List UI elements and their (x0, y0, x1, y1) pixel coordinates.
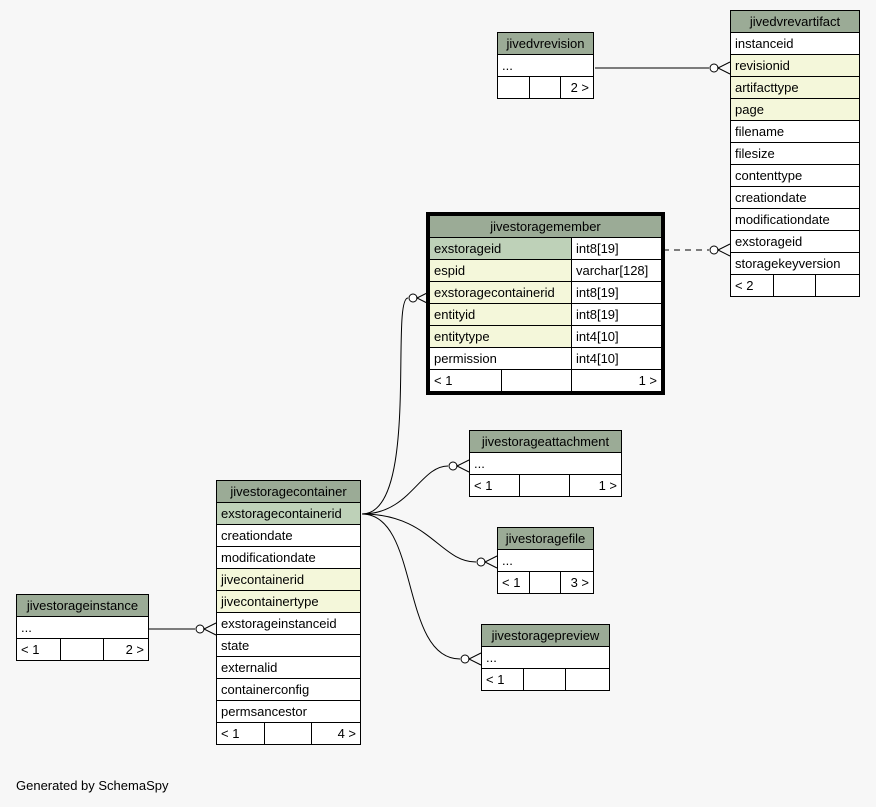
table-jivedvrevision[interactable]: jivedvrevision ... 2 > (497, 32, 594, 99)
connector-container-file (361, 513, 477, 563)
parents-count: < 2 (730, 274, 774, 297)
table-row: filename (730, 120, 860, 143)
table-row: ... (481, 646, 610, 669)
children-count: 2 > (103, 638, 149, 661)
table-row: contenttype (730, 164, 860, 187)
table-row: creationdate (216, 524, 361, 547)
row-count (263, 722, 313, 745)
row-count (501, 369, 572, 392)
row-count (772, 274, 817, 297)
zero-marker (448, 461, 458, 471)
connector-container-attachment (361, 465, 449, 515)
children-count: 4 > (311, 722, 361, 745)
table-row: page (730, 98, 860, 121)
table-row: state (216, 634, 361, 657)
zero-marker (709, 63, 719, 73)
column-name: exstorageid (429, 237, 572, 260)
column-name: exstoragecontainerid (429, 281, 572, 304)
table-row: revisionid (730, 54, 860, 77)
zero-marker (460, 654, 470, 664)
connector-container-member (361, 297, 409, 515)
parents-count (497, 76, 530, 99)
parents-count: < 1 (480, 668, 525, 691)
row-count (528, 571, 562, 594)
table-row: exstoragecontainerid (216, 502, 361, 525)
zero-marker (476, 557, 486, 567)
table-row: ... (497, 549, 594, 572)
table-row: exstorageid (730, 230, 860, 253)
table-row: storagekeyversion (730, 252, 860, 275)
row-count (528, 76, 562, 99)
children-count: 3 > (560, 571, 594, 594)
table-row: exstorageinstanceid (216, 612, 361, 635)
table-title[interactable]: jivestorageattachment (469, 430, 622, 453)
table-title[interactable]: jivestoragepreview (481, 624, 610, 647)
zero-marker (408, 293, 418, 303)
children-count (565, 668, 610, 691)
children-count (815, 274, 860, 297)
table-jivestorageinstance[interactable]: jivestorageinstance ... < 1 2 > (16, 594, 149, 661)
zero-marker (709, 245, 719, 255)
row-count (523, 668, 567, 691)
table-title[interactable]: jivestoragefile (497, 527, 594, 550)
table-row: externalid (216, 656, 361, 679)
row-count (519, 474, 571, 497)
parents-count: < 1 (429, 369, 502, 392)
column-name: permission (429, 347, 572, 370)
table-jivestoragepreview[interactable]: jivestoragepreview ... < 1 (480, 624, 610, 691)
table-row: filesize (730, 142, 860, 165)
table-row: ... (16, 616, 149, 639)
column-type: int4[10] (571, 347, 662, 370)
table-row: ... (469, 452, 622, 475)
children-count: 2 > (560, 76, 594, 99)
table-row: containerconfig (216, 678, 361, 701)
table-jivedvrevartifact[interactable]: jivedvrevartifact instanceid revisionid … (730, 10, 860, 297)
table-row: modificationdate (730, 208, 860, 231)
children-count: 1 > (569, 474, 622, 497)
column-name: entityid (429, 303, 572, 326)
table-row: permsancestor (216, 700, 361, 723)
table-title[interactable]: jivedvrevartifact (730, 10, 860, 33)
parents-count: < 1 (216, 722, 265, 745)
parents-count: < 1 (16, 638, 61, 661)
parents-count: < 1 (468, 474, 521, 497)
connector-container-preview (361, 513, 461, 660)
table-row: creationdate (730, 186, 860, 209)
table-row: modificationdate (216, 546, 361, 569)
column-name: entitytype (429, 325, 572, 348)
column-name: espid (429, 259, 572, 282)
table-row: ... (497, 54, 594, 77)
crowfoot-marker (483, 555, 498, 569)
crowfoot-marker (202, 622, 217, 636)
table-row: artifacttype (730, 76, 860, 99)
table-jivestoragefile[interactable]: jivestoragefile ... < 1 3 > (497, 527, 594, 594)
row-count (59, 638, 105, 661)
table-row: jivecontainertype (216, 590, 361, 613)
crowfoot-marker (455, 459, 470, 473)
column-type: varchar[128] (571, 259, 662, 282)
crowfoot-marker (716, 243, 731, 257)
table-row: instanceid (730, 32, 860, 55)
crowfoot-marker (716, 61, 731, 75)
zero-marker (195, 624, 205, 634)
column-type: int4[10] (571, 325, 662, 348)
crowfoot-marker (467, 652, 482, 666)
table-title[interactable]: jivedvrevision (497, 32, 594, 55)
column-type: int8[19] (571, 281, 662, 304)
parents-count: < 1 (497, 571, 530, 594)
generated-by-footer: Generated by SchemaSpy (16, 778, 169, 793)
table-title[interactable]: jivestoragemember (429, 215, 662, 238)
crowfoot-marker (415, 291, 430, 305)
table-title[interactable]: jivestoragecontainer (216, 480, 361, 503)
table-row: jivecontainerid (216, 568, 361, 591)
column-type: int8[19] (571, 303, 662, 326)
table-jivestorageattachment[interactable]: jivestorageattachment ... < 1 1 > (468, 430, 622, 497)
table-jivestoragecontainer[interactable]: jivestoragecontainer exstoragecontaineri… (216, 480, 361, 745)
children-count: 1 > (571, 369, 662, 392)
column-type: int8[19] (571, 237, 662, 260)
table-title[interactable]: jivestorageinstance (16, 594, 149, 617)
